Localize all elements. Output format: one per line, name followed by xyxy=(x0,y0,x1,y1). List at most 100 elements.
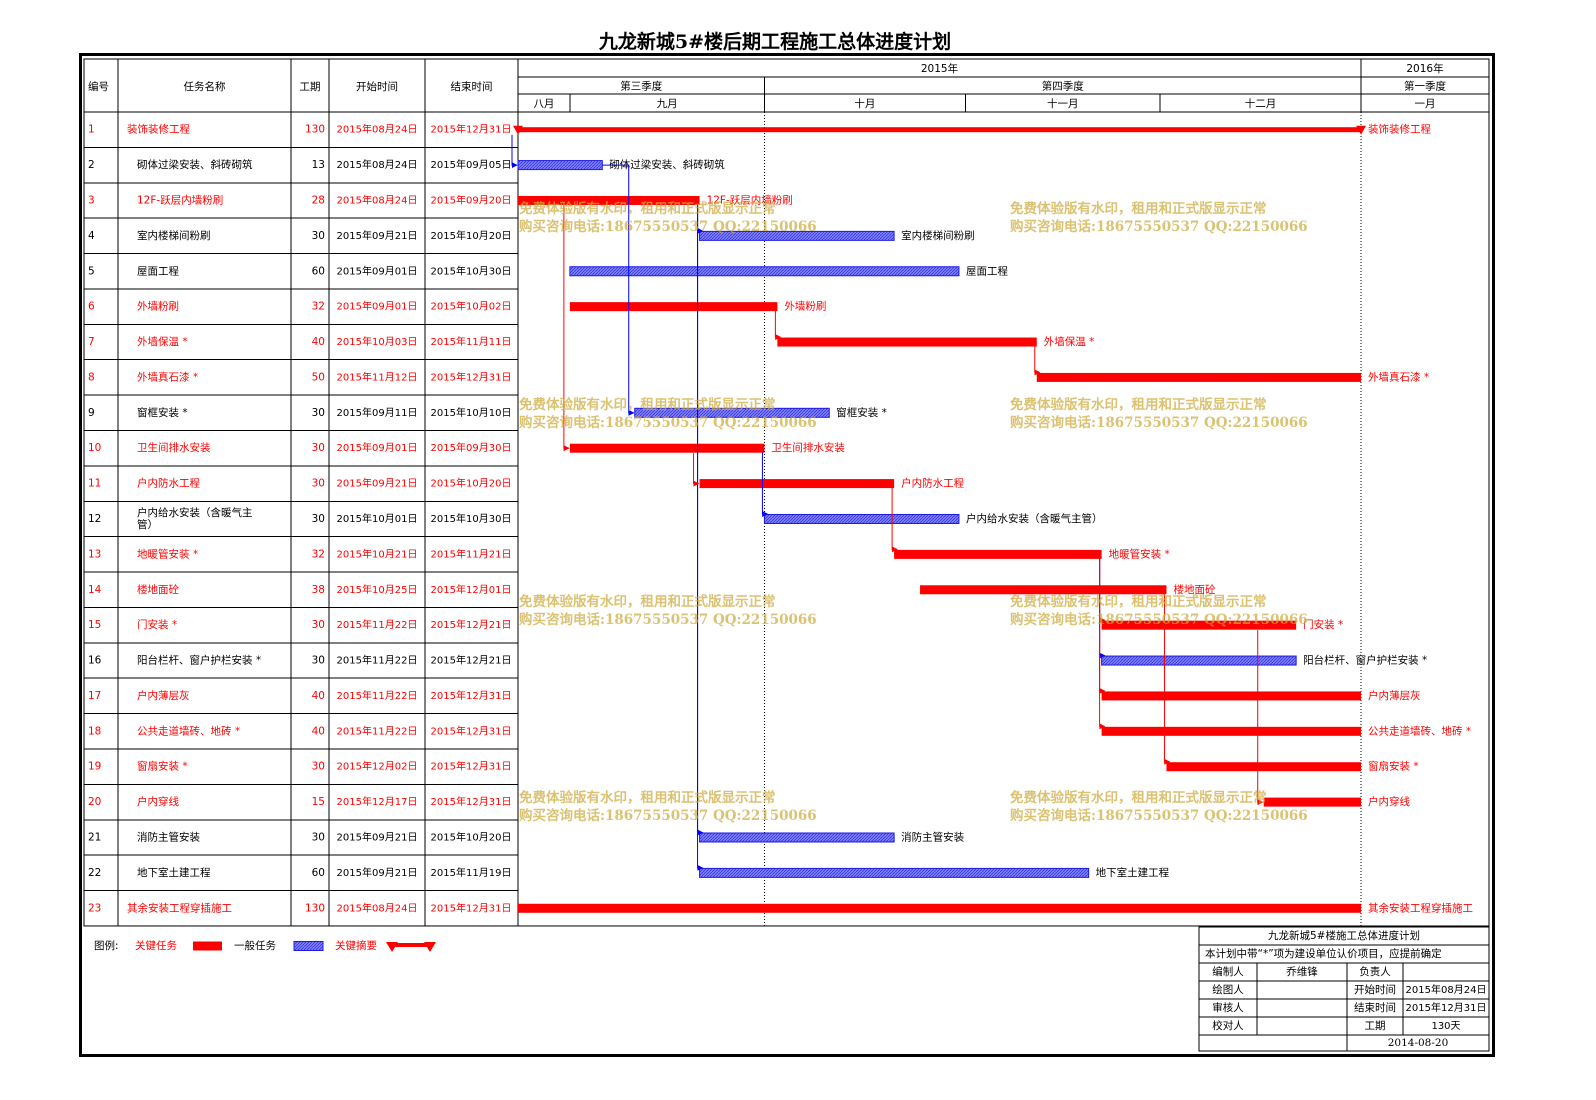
critical-task-bar xyxy=(920,585,1167,595)
row-end-date: 2015年12月31日 xyxy=(431,123,512,136)
row-id: 21 xyxy=(88,831,101,843)
row-id: 4 xyxy=(88,230,95,242)
row-id: 1 xyxy=(88,124,95,136)
bar-label: 装饰装修工程 xyxy=(1368,123,1431,136)
row-task-name: 地下室土建工程 xyxy=(137,866,211,879)
legend-critical-swatch xyxy=(193,941,222,951)
row-task-name: 外墙真石漆 * xyxy=(137,370,198,383)
info-note: 本计划中带“*”项为建设单位认价项目，应提前确定 xyxy=(1205,947,1442,960)
row-task-name: 外墙保温 * xyxy=(137,335,188,348)
row-end-date: 2015年12月31日 xyxy=(431,370,512,383)
row-id: 17 xyxy=(88,690,101,702)
row-id: 13 xyxy=(88,548,101,560)
row-start-date: 2015年09月21日 xyxy=(337,477,418,490)
info-key: 编制人 xyxy=(1212,965,1244,978)
row-start-date: 2015年11月22日 xyxy=(337,618,418,631)
timeline-month-label: 十月 xyxy=(854,97,875,110)
column-header-start: 开始时间 xyxy=(356,80,398,93)
row-id: 5 xyxy=(88,265,95,277)
summary-end-marker xyxy=(1356,125,1366,135)
row-duration: 40 xyxy=(312,690,325,702)
summary-bar xyxy=(518,127,1361,133)
row-id: 8 xyxy=(88,371,95,383)
row-start-date: 2015年09月21日 xyxy=(337,866,418,879)
row-start-date: 2015年11月12日 xyxy=(337,370,418,383)
row-id: 9 xyxy=(88,407,95,419)
timeline-month-label: 九月 xyxy=(657,98,678,110)
row-start-date: 2015年08月24日 xyxy=(337,193,418,206)
legend-summary-marker xyxy=(386,942,398,952)
row-duration: 40 xyxy=(312,336,325,348)
bar-label: 地暖管安装 * xyxy=(1109,547,1170,560)
row-start-date: 2015年11月22日 xyxy=(337,724,418,737)
row-start-date: 2015年12月02日 xyxy=(337,760,418,773)
row-start-date: 2015年08月24日 xyxy=(337,158,418,171)
bar-label: 12F-跃层内墙粉刷 xyxy=(707,193,793,206)
row-end-date: 2015年10月20日 xyxy=(431,229,512,242)
bar-label: 外墙粉刷 xyxy=(784,300,826,313)
bar-label: 公共走道墙砖、地砖 * xyxy=(1368,724,1471,737)
bar-label: 窗扇安装 * xyxy=(1368,760,1419,773)
row-duration: 13 xyxy=(312,159,325,171)
normal-task-bar xyxy=(1101,655,1297,666)
bar-label: 窗框安装 * xyxy=(836,406,887,419)
legend-summary-label: 关键摘要 xyxy=(335,939,377,952)
dependency-link xyxy=(602,164,635,416)
critical-task-bar xyxy=(1101,726,1361,736)
critical-task-bar xyxy=(1166,762,1361,772)
info-key: 绘图人 xyxy=(1212,983,1244,996)
row-end-date: 2015年11月11日 xyxy=(431,335,512,348)
timeline-month-label: 一月 xyxy=(1415,98,1436,110)
bar-label: 外墙保温 * xyxy=(1044,335,1095,348)
row-end-date: 2015年11月21日 xyxy=(431,547,512,560)
bar-label: 门安装 * xyxy=(1303,618,1343,631)
dependency-link xyxy=(1099,558,1106,659)
dependency-link xyxy=(1163,593,1171,765)
normal-task-bar xyxy=(763,513,960,524)
timeline-month-label: 十一月 xyxy=(1047,97,1079,110)
critical-task-bar xyxy=(569,302,778,312)
row-task-name: 门安装 * xyxy=(137,618,177,631)
legend-summary-bar xyxy=(392,943,430,947)
row-duration: 30 xyxy=(312,442,325,454)
critical-task-bar xyxy=(569,443,765,453)
row-duration: 30 xyxy=(312,655,325,667)
row-start-date: 2015年09月11日 xyxy=(337,406,418,419)
row-task-name: 户内穿线 xyxy=(137,795,179,808)
critical-task-bar xyxy=(1101,620,1297,630)
info-block-border xyxy=(1198,926,1490,1052)
row-end-date: 2015年10月10日 xyxy=(431,406,512,419)
bar-label: 室内楼梯间粉刷 xyxy=(901,229,975,242)
row-start-date: 2015年10月25日 xyxy=(337,583,418,596)
row-end-date: 2015年12月31日 xyxy=(431,795,512,808)
normal-task-bar xyxy=(699,230,895,241)
table-border xyxy=(83,58,1490,927)
row-end-date: 2015年12月31日 xyxy=(431,760,512,773)
legend-normal-swatch xyxy=(293,941,324,951)
row-duration: 30 xyxy=(312,478,325,490)
bar-label: 卫生间排水安装 xyxy=(771,441,845,454)
timeline-month-label: 十二月 xyxy=(1245,97,1277,110)
row-duration: 130 xyxy=(305,124,325,136)
row-id: 2 xyxy=(88,159,95,171)
row-task-name: 管） xyxy=(137,518,158,531)
info-value: 2015年08月24日 xyxy=(1406,983,1487,996)
row-duration: 40 xyxy=(312,725,325,737)
row-task-name: 12F-跃层内墙粉刷 xyxy=(137,193,223,206)
column-header-end: 结束时间 xyxy=(451,80,493,93)
dependency-link xyxy=(1257,630,1264,806)
row-task-name: 装饰装修工程 xyxy=(127,123,190,136)
row-start-date: 2015年10月01日 xyxy=(337,512,418,525)
row-duration: 60 xyxy=(312,867,325,879)
timeline-year-label: 2015年 xyxy=(921,62,958,75)
dependency-link xyxy=(563,205,570,452)
row-id: 11 xyxy=(88,478,101,490)
row-id: 6 xyxy=(88,301,95,313)
row-duration: 15 xyxy=(312,796,325,808)
bar-label: 户内薄层灰 xyxy=(1368,689,1421,702)
row-start-date: 2015年08月24日 xyxy=(337,901,418,914)
column-header-name: 任务名称 xyxy=(184,80,226,93)
row-start-date: 2015年11月22日 xyxy=(337,654,418,667)
bar-label: 户内穿线 xyxy=(1368,795,1410,808)
